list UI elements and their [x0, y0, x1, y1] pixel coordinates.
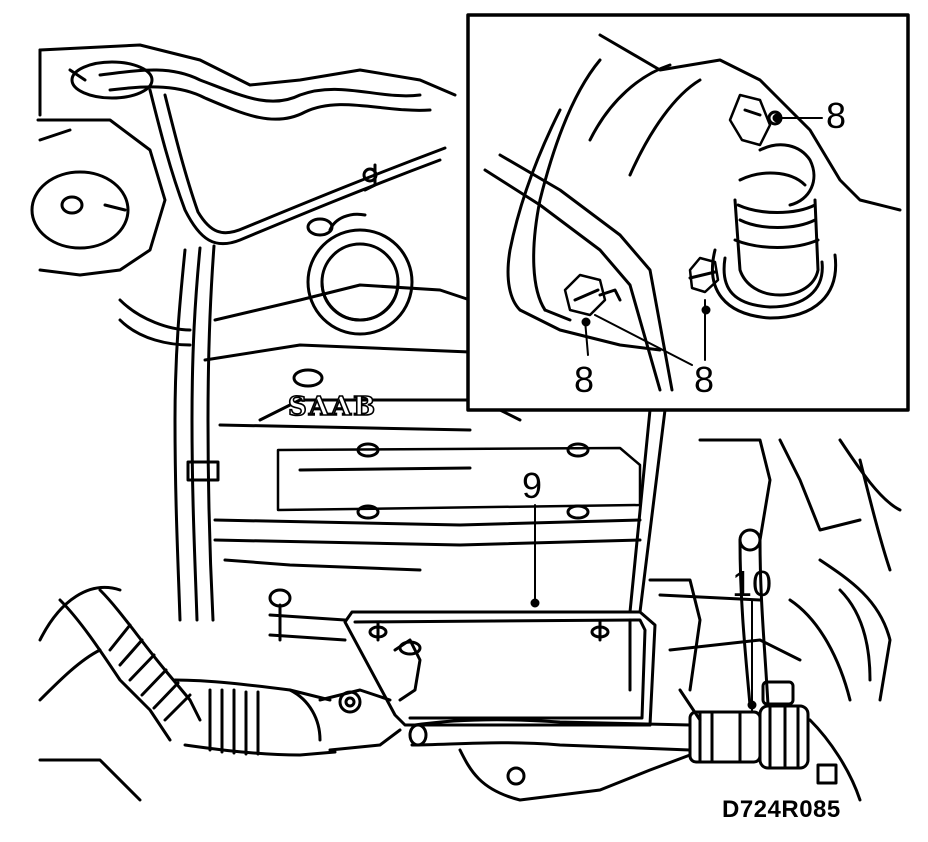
wiring-harness: [98, 68, 447, 622]
lower-coolant-hose: [408, 528, 810, 802]
engine-badge: SAAB: [287, 391, 378, 423]
cover-plate: [268, 588, 657, 727]
callout-9: 9: [522, 465, 543, 506]
callout-8-right: 8: [694, 359, 715, 400]
callout-10: 10: [732, 563, 773, 604]
callout-8-top: 8: [826, 95, 847, 136]
leader-9-dot: [530, 598, 540, 608]
figure-reference-code: D724R085: [722, 796, 841, 823]
leader-10-dot: [747, 700, 757, 710]
callout-8-left: 8: [574, 359, 595, 400]
detail-inset: [466, 13, 910, 614]
intake-hose: [38, 585, 402, 802]
cylinder-head: [203, 163, 642, 572]
strut-tower: [30, 43, 457, 277]
right-side-components: [648, 438, 902, 802]
